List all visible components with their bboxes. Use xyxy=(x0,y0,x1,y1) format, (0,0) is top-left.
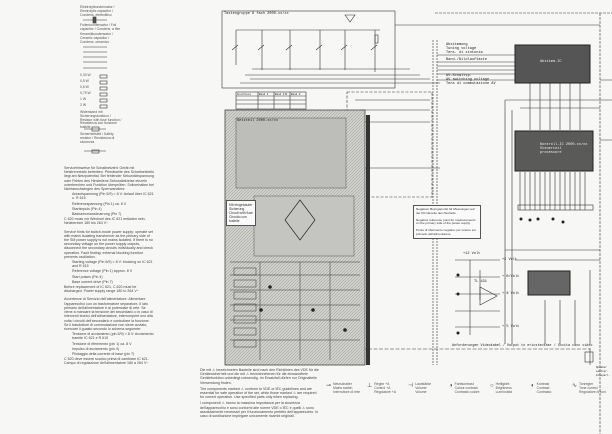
service-notes-italian: Avvertenze di Servizio dell'alimentatore… xyxy=(64,297,153,331)
ic-controller-label: Kontroll-IC 2000-xx/xx Steuerteil proces… xyxy=(540,143,588,155)
ic-tuning-label: Abstimm-IC xyxy=(540,60,562,64)
test-points xyxy=(259,217,565,335)
resistor-rating-2: 0,5 W xyxy=(80,79,89,83)
resistor-rating-5: 1 W xyxy=(80,97,87,101)
resistor-rating-3: 0,6 W xyxy=(80,85,89,89)
legend-ceramic-capacitor: Keramikkondensator / Ceramic capacitor /… xyxy=(80,32,113,44)
legend-tone-control: ∿Tonregler Tone control Regolatore di to… xyxy=(572,382,606,394)
legend-fuse-resistor: Widerstand mit Sicherungsfunktion / Resi… xyxy=(80,110,122,130)
ic-tuning xyxy=(514,44,591,84)
tuning-group-title: Tastengruppe 8 fach 2000-xx/xx xyxy=(224,12,289,16)
footnote-german: Die mit ⚠ bezeichneten Bauteile sind nac… xyxy=(200,368,319,385)
brightness-icon: ○ xyxy=(490,383,494,389)
legend-colour-contrast: ◑Farbkontrast Colour contrast Contrasto … xyxy=(449,382,480,394)
ic-controller xyxy=(514,130,594,172)
service-item-en-2: Reference voltage (Pin 1) approx. 8 V xyxy=(72,269,133,274)
av-switching-label: AV-Schaltsp. AV switching voltage Tens d… xyxy=(446,74,496,86)
connector-strip xyxy=(517,204,594,211)
service-notes-english: Service hints for switch-mode power supp… xyxy=(64,229,154,259)
service-footer-german: C 620 muss vor Wechsel des IC 621 entlad… xyxy=(64,217,146,226)
table-col-4: Band U xyxy=(291,93,301,96)
power-board-upper xyxy=(235,117,347,189)
fuse-note: Mit eingebauter Sicherung Circuit with f… xyxy=(226,200,256,226)
legend-brightness: ○Helligkeit Brightness Luminosità xyxy=(490,382,513,394)
service-item-en-1: Starting voltage (Pin 5/9) < 8 V: blocki… xyxy=(72,260,153,269)
service-footer-english: Before replacement of IC 621, C 620 must… xyxy=(64,285,139,294)
table-col-3: Band III xyxy=(275,93,288,96)
service-item-it-4: Pilotaggio della corrente di base (pin 7… xyxy=(72,351,135,356)
legend-foil-capacitor: Folienkondensator / Foil capacitor / Con… xyxy=(80,23,121,31)
footnote-italian: I componenti ⚠ hanno la massima importan… xyxy=(200,401,319,419)
output-label-1: +12 Volt xyxy=(463,252,481,256)
op-amp-symbol xyxy=(479,286,498,306)
output-label-4: + 8 Volt xyxy=(502,292,520,296)
ic-audio xyxy=(527,270,571,296)
control-symbol-icon: ⊥ xyxy=(367,383,373,389)
service-item-de-4: Basisstromansteuerung (Pin 7) xyxy=(72,212,122,217)
bridge-rectifier-symbol xyxy=(284,199,316,241)
output-label-5: + 5 Volt xyxy=(502,325,520,329)
negative-reference-note: Negativer Bezugspunkt für Messungen auf … xyxy=(413,205,481,239)
legend-contrast: ◐Kontrast Contrast Contrasto xyxy=(531,382,552,394)
output-label-3: + B/Volt xyxy=(502,275,520,279)
band-table xyxy=(235,91,307,110)
legend-safety-resistor: Sicherheitsteil / Safety resistor / Resi… xyxy=(80,132,115,144)
service-item-en-3: Start pulses (Pin 4) xyxy=(72,274,103,279)
symbol-legend-lines xyxy=(83,16,108,154)
resistor-rating-4: 0,75 W xyxy=(80,91,91,95)
legend-control-a: ⊥Regler +A Control +A Regolatore +A xyxy=(367,382,397,394)
contrast-icon: ◐ xyxy=(531,383,535,389)
resistor-rating-6: 2 W xyxy=(80,103,87,107)
legend-volume: ⊣Lautstärke Volume Volume xyxy=(408,382,432,394)
service-notes-german: Servicehinweise für Schaltnetzteil: Gerä… xyxy=(64,166,154,192)
tuning-voltage-label: Abstimmung Tuning voltage Tens. di sinto… xyxy=(446,43,483,55)
service-item-de-2: Referenzspannung (Pin 1) ca. 8 V xyxy=(72,201,127,206)
service-item-de-3: Startimpuls (Pin 4) xyxy=(72,206,102,211)
power-board-title: Netzteil 2000-xx/xx xyxy=(237,119,278,123)
ground-bus xyxy=(366,115,370,365)
service-item-it-3: Impulso di avviamento (pin 4) xyxy=(72,346,119,351)
resistor-rating-1: 0,33 W xyxy=(80,73,91,77)
tuning-group-frame xyxy=(221,10,396,89)
volume-symbol-icon: ⊣ xyxy=(408,383,414,389)
service-notes: Servicehinweise für Schaltnetzteil: Gerä… xyxy=(64,166,154,366)
dashed-module-frame xyxy=(346,91,433,198)
footnote-english: The components marked ⚠ conform to VDE o… xyxy=(200,386,317,400)
output-label-2: +5 Volt xyxy=(502,258,518,262)
service-item-de-1: Anlaufspannung (Pin 5/9) < 8 V: Anlauf ü… xyxy=(72,192,154,201)
speaker-label: Speaker Lautspr. Altoparl. xyxy=(596,366,611,377)
table-col-2: Band I xyxy=(259,93,269,96)
legend-mains-switch: ⊸Netzschalter Mains switch Interruttore … xyxy=(326,382,360,394)
colour-contrast-icon: ◑ xyxy=(449,383,453,389)
legend-electrolytic-capacitor: Elektrolytkondensator / Electrolytic cap… xyxy=(80,5,115,17)
tone-control-icon: ∿ xyxy=(572,383,578,389)
speaker-symbol xyxy=(584,351,594,363)
service-item-it-2: Tensione di riferimento (pin 1) ca. 8 V xyxy=(72,341,132,346)
band-switch-label: Band-/Bildlauftaste xyxy=(446,58,487,62)
cable-note: Anforderungen Videokabel / Output to eri… xyxy=(452,344,593,348)
op-amp-label: TL 431 xyxy=(474,280,487,284)
table-col-1: Anschluss xyxy=(237,93,252,96)
service-footer-italian: C 620 deve essere scarico prima di cambi… xyxy=(64,357,149,366)
mains-switch-icon: ⊸ xyxy=(326,383,332,389)
service-item-it-1: Tensione di avviamento (pin 5/9) < 8 V: … xyxy=(72,332,154,341)
symbol-legend: ⊸Netzschalter Mains switch Interruttore … xyxy=(326,382,612,395)
footnotes: Die mit ⚠ bezeichneten Bauteile sind nac… xyxy=(200,368,320,418)
service-item-en-4: Base current drive (Pin 7) xyxy=(72,279,113,284)
